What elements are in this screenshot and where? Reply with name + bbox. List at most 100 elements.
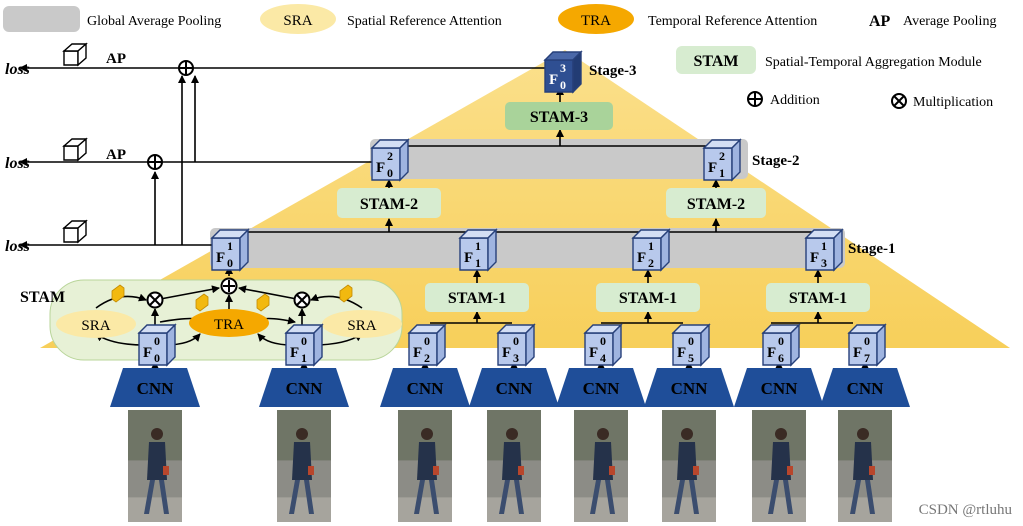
feature-label: F <box>708 160 717 176</box>
legend-tra-short: TRA <box>581 13 611 29</box>
feature-subscript: 7 <box>864 351 870 365</box>
feature-subscript: 1 <box>475 256 481 270</box>
legend-ap-text: Average Pooling <box>903 14 996 29</box>
stam3-box <box>505 102 613 130</box>
feature-superscript: 1 <box>227 239 233 253</box>
cnn-encoder: CNN <box>469 368 559 407</box>
stam1-box-3 <box>766 283 870 312</box>
feature-label: F <box>216 250 225 266</box>
feature-label: F <box>589 345 598 361</box>
loss-label-stage3: loss <box>5 61 30 78</box>
loss-label-stage1: loss <box>5 238 30 255</box>
stam3-label: STAM-3 <box>530 109 588 126</box>
feature-subscript: 0 <box>387 166 393 180</box>
multiplication-node-right <box>293 291 311 309</box>
video-frame <box>487 410 541 522</box>
loss-cube-icon <box>62 137 88 162</box>
legend-gap-swatch <box>3 6 80 32</box>
stage1-label: Stage-1 <box>848 241 896 257</box>
cnn-label: CNN <box>583 379 621 398</box>
attention-weight-icon <box>111 284 353 312</box>
feature-cube-f05: F05 <box>671 323 711 367</box>
stam1-box-1 <box>425 283 529 312</box>
legend-tra-swatch <box>558 4 634 34</box>
legend-multiplication-text: Multiplication <box>913 95 993 110</box>
video-frames <box>128 410 892 522</box>
sra-left-label: SRA <box>81 318 110 334</box>
feature-superscript: 2 <box>387 149 393 163</box>
feature-cube-f12: F12 <box>631 228 671 272</box>
legend-addition-icon <box>747 91 763 107</box>
feature-superscript: 1 <box>648 239 654 253</box>
feature-label: F <box>549 72 558 88</box>
video-frame <box>752 410 806 522</box>
feature-cube-f00: F00 <box>137 323 177 367</box>
feature-label: F <box>502 345 511 361</box>
feature-cube-f02: F02 <box>407 323 447 367</box>
addition-node-stage3 <box>178 60 194 76</box>
stam2-label-right: STAM-2 <box>687 196 745 213</box>
tra-label: TRA <box>214 317 244 333</box>
cnn-label: CNN <box>286 379 324 398</box>
legend-gap-text: Global Average Pooling <box>87 14 221 29</box>
stam-block-label: STAM <box>20 289 65 306</box>
addition-node-stage2 <box>147 154 163 170</box>
video-frame <box>838 410 892 522</box>
cnn-label: CNN <box>496 379 534 398</box>
stam2-box-right <box>666 188 766 218</box>
legend: Global Average Pooling SRA Spatial Refer… <box>3 4 996 110</box>
feature-cube-f21: F21 <box>702 138 742 182</box>
feature-cube-f11: F1 1 <box>458 228 498 272</box>
tra-center <box>189 309 269 337</box>
video-frame <box>277 410 331 522</box>
cnn-label: CNN <box>671 379 709 398</box>
feature-superscript: 0 <box>301 334 307 348</box>
loss-cube-icon <box>62 42 88 67</box>
ap-label-stage3: AP <box>106 51 126 67</box>
ap-label-stage2: AP <box>106 147 126 163</box>
feature-label: F <box>376 160 385 176</box>
feature-subscript: 1 <box>301 351 307 365</box>
legend-tra-text: Temporal Reference Attention <box>648 14 817 29</box>
cnn-encoders: CNN CNN CNN CNN CNN CNN CNN CNN <box>110 368 910 407</box>
feature-cube-f04: F04 <box>583 323 623 367</box>
stage1-gap-band <box>210 228 845 268</box>
feature-cube-f30: F30 <box>543 50 583 94</box>
feature-subscript: 0 <box>560 78 566 92</box>
stage2-label: Stage-2 <box>752 153 800 169</box>
feature-subscript: 4 <box>600 351 606 365</box>
loss-cube-icon <box>62 219 88 244</box>
feature-subscript: 3 <box>513 351 519 365</box>
feature-cube-f20: F2 0 <box>370 138 410 182</box>
feature-superscript: 2 <box>719 149 725 163</box>
cnn-encoder: CNN <box>734 368 824 407</box>
sra-left <box>56 310 136 338</box>
cnn-encoder: CNN <box>259 368 349 407</box>
stam1-label-2: STAM-1 <box>619 290 677 307</box>
pyramid-background <box>40 50 1010 348</box>
feature-superscript: 0 <box>154 334 160 348</box>
feature-subscript: 0 <box>227 256 233 270</box>
feature-superscript: 1 <box>821 239 827 253</box>
feature-label: F <box>413 345 422 361</box>
feature-label: F <box>677 345 686 361</box>
feature-label: F <box>810 250 819 266</box>
cnn-label: CNN <box>761 379 799 398</box>
cnn-label: CNN <box>847 379 885 398</box>
feature-subscript: 5 <box>688 351 694 365</box>
cnn-encoder: CNN <box>110 368 200 407</box>
legend-stam-swatch <box>676 46 756 74</box>
feature-cube-f13: F13 <box>804 228 844 272</box>
legend-addition-text: Addition <box>770 93 820 108</box>
feature-subscript: 2 <box>648 256 654 270</box>
sra-right <box>322 310 402 338</box>
feature-superscript: 1 <box>475 239 481 253</box>
legend-sra-swatch <box>260 4 336 34</box>
legend-sra-text: Spatial Reference Attention <box>347 14 502 29</box>
cnn-encoder: CNN <box>380 368 470 407</box>
cnn-encoder: CNN <box>820 368 910 407</box>
addition-node-stam <box>220 277 238 295</box>
feature-label: F <box>464 250 473 266</box>
